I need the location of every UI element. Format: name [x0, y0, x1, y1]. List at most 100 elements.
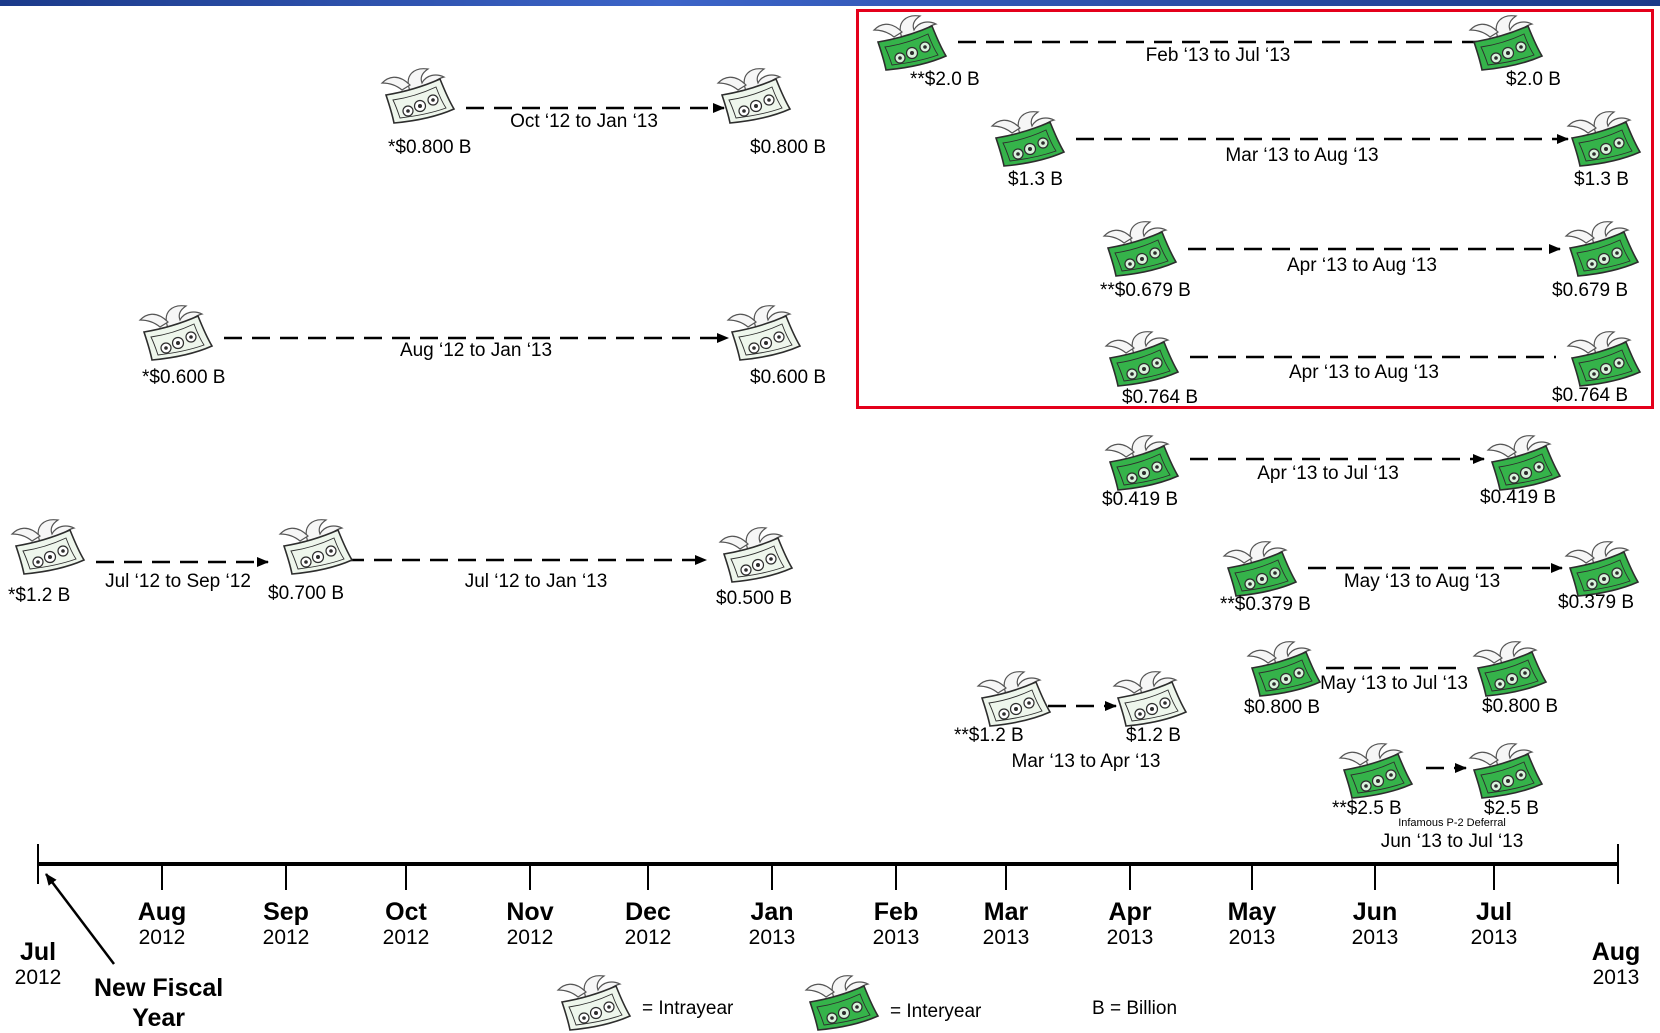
month-year: 2012 [382, 926, 430, 949]
flying-money-white-icon [1112, 671, 1188, 727]
deferral-from-amount: $0.419 B [1102, 489, 1179, 510]
flying-money-green-icon [1566, 111, 1642, 167]
deferral-to-amount: $0.800 B [1482, 696, 1559, 717]
deferral-to-amount: $0.700 B [268, 583, 345, 604]
deferral-to-amount: $0.679 B [1552, 280, 1629, 301]
flying-money-green-icon [872, 15, 948, 71]
flying-money-white-icon [716, 68, 792, 124]
month-name: Jan [750, 898, 794, 926]
deferral-from-amount: *$0.800 B [388, 137, 472, 158]
deferral-period-label: Mar ‘13 to Aug ‘13 [1225, 145, 1379, 166]
flying-money-white-icon [10, 519, 86, 575]
deferral-period-label: Apr ‘13 to Aug ‘13 [1287, 255, 1437, 276]
month-name: Jul [19, 938, 57, 966]
deferral-period-label: Apr ‘13 to Aug ‘13 [1289, 362, 1439, 383]
deferral-period-label: Mar ‘13 to Apr ‘13 [1011, 751, 1161, 772]
deferral-period-label: Aug ‘12 to Jan ‘13 [399, 340, 553, 361]
month-name: Jun [1352, 898, 1398, 926]
flying-money-green-icon [1564, 541, 1640, 597]
month-year: 2013 [982, 926, 1030, 949]
month-name: Dec [625, 898, 671, 926]
month-name: Aug [1591, 938, 1641, 966]
new-fiscal-year-line: Year [132, 1004, 186, 1032]
month-year: 2013 [1351, 926, 1399, 949]
deferral-from-amount: $0.764 B [1122, 387, 1199, 408]
flying-money-white-icon [976, 671, 1052, 727]
legend-flying-money-green-icon [804, 975, 880, 1031]
flying-money-green-icon [1564, 221, 1640, 277]
month-name: Aug [137, 898, 187, 926]
month-year: 2013 [1592, 966, 1640, 989]
month-year: 2012 [262, 926, 310, 949]
month-year: 2013 [1106, 926, 1154, 949]
deferral-to-amount: $0.419 B [1480, 487, 1557, 508]
flying-money-green-icon [1338, 743, 1414, 799]
deferral-to-amount: $0.600 B [750, 367, 827, 388]
flying-money-green-icon [1104, 331, 1180, 387]
flying-money-white-icon [380, 68, 456, 124]
legend-interyear-label: = Interyear [890, 1001, 982, 1022]
deferral-period-label: Jun ‘13 to Jul ‘13 [1380, 831, 1524, 852]
new-fiscal-year-line: New Fiscal [94, 974, 224, 1002]
deferral-from-amount: **$0.679 B [1100, 280, 1191, 301]
month-name: May [1227, 898, 1277, 926]
legend-billion-label: B = Billion [1092, 998, 1178, 1019]
month-name: Apr [1108, 898, 1152, 926]
deferral-period-label: Apr ‘13 to Jul ‘13 [1257, 463, 1399, 484]
flying-money-green-icon [1104, 435, 1180, 491]
month-year: 2012 [624, 926, 672, 949]
deferral-to-amount: $0.500 B [716, 588, 793, 609]
deferral-period-label: Oct ‘12 to Jan ‘13 [510, 111, 658, 132]
deferral-to-amount: $1.2 B [1126, 725, 1181, 746]
deferral-from-amount: **$1.2 B [954, 725, 1024, 746]
deferral-from-amount: **$2.0 B [910, 69, 980, 90]
deferral-period-label: Jul ‘12 to Jan ‘13 [464, 571, 608, 592]
deferral-period-label: May ‘13 to Aug ‘13 [1343, 571, 1501, 592]
month-year: 2012 [14, 966, 62, 989]
month-year: 2013 [1228, 926, 1276, 949]
deferral-to-amount: $1.3 B [1574, 169, 1629, 190]
legend-flying-money-white-icon [556, 975, 632, 1031]
month-name: Jul [1475, 898, 1513, 926]
month-year: 2013 [1470, 926, 1518, 949]
deferral-to-amount: $2.5 B [1484, 798, 1539, 819]
month-name: Mar [983, 898, 1029, 926]
flying-money-green-icon [1222, 541, 1298, 597]
flying-money-green-icon [1468, 743, 1544, 799]
flying-money-white-icon [138, 305, 214, 361]
deferral-note: Infamous P-2 Deferral [1398, 817, 1506, 829]
month-name: Sep [263, 898, 309, 926]
deferral-to-amount: $0.764 B [1552, 385, 1629, 406]
flying-money-green-icon [1566, 331, 1642, 387]
flying-money-green-icon [1468, 15, 1544, 71]
month-name: Oct [385, 898, 427, 926]
new-fiscal-year-pointer [45, 873, 115, 965]
deferral-period-label: May ‘13 to Jul ‘13 [1320, 673, 1468, 694]
deferral-from-amount: *$1.2 B [8, 585, 71, 606]
header-strip [0, 0, 1660, 6]
month-year: 2013 [748, 926, 796, 949]
highlight-box [856, 9, 1654, 409]
month-year: 2012 [506, 926, 554, 949]
deferral-period-label: Jul ‘12 to Sep ‘12 [105, 571, 251, 592]
legend-intrayear-label: = Intrayear [642, 998, 734, 1019]
deferral-from-amount: *$0.600 B [142, 367, 226, 388]
month-name: Nov [506, 898, 554, 926]
flying-money-white-icon [718, 527, 794, 583]
month-name: Feb [873, 898, 919, 926]
flying-money-green-icon [1486, 435, 1562, 491]
month-year: 2012 [138, 926, 186, 949]
deferral-period-label: Feb ‘13 to Jul ‘13 [1145, 45, 1291, 66]
